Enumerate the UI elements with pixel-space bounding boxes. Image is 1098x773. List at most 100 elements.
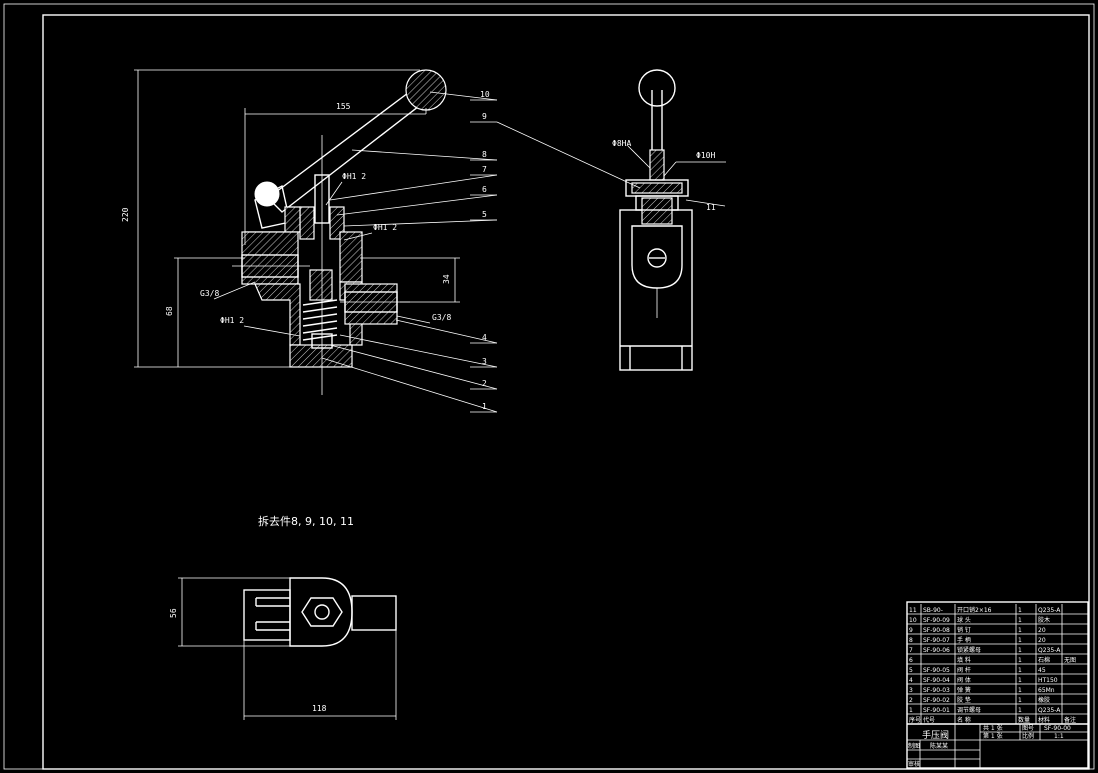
bom-cell-name: 手 柄 — [957, 636, 971, 644]
bom-cell-no: 7 — [909, 647, 913, 654]
bom-cell-name: 锁紧螺母 — [957, 646, 981, 654]
bom-cell-no: 11 — [909, 607, 917, 614]
bom-cell-material: 胶木 — [1038, 616, 1050, 624]
bom-cell-qty: 1 — [1018, 707, 1022, 714]
bom-cell-code: SF-90-05 — [923, 667, 950, 674]
bom-cell-material: 20 — [1038, 637, 1046, 644]
bom-cell-code: SF-90-03 — [923, 687, 950, 694]
bom-cell-qty: 1 — [1018, 627, 1022, 634]
side-view: Φ8ΗΑ Φ10Η 11 — [496, 69, 726, 371]
balloon-10: 10 — [480, 90, 490, 99]
dim-fit-mid: ΦΗ1 2 — [373, 223, 397, 232]
bom-cell-no: 10 — [909, 617, 917, 624]
sheet-label: 第 1 张 — [983, 732, 1003, 740]
removal-note: 拆去件8, 9, 10, 11 — [258, 514, 354, 528]
dim-fit-top: ΦΗ1 2 — [342, 172, 366, 181]
bom-header-code: 代号 — [923, 716, 935, 724]
dim-depth-bottom: 56 — [169, 608, 178, 618]
side-label-11: 11 — [706, 203, 716, 212]
dim-height-ports: 68 — [165, 306, 174, 316]
bom-cell-qty: 1 — [1018, 647, 1022, 654]
bom-header-name: 名 称 — [957, 716, 971, 724]
balloon-5: 5 — [482, 210, 487, 219]
bom-cell-name: 调节螺母 — [957, 706, 981, 714]
bom-cell-code: SF-90-01 — [923, 707, 950, 714]
dim-fit-bottom: ΦΗ1 2 — [220, 316, 244, 325]
drawn-label: 制图 — [908, 742, 920, 750]
bom-cell-no: 6 — [909, 657, 913, 664]
balloon-8: 8 — [482, 150, 487, 159]
bom-cell-name: 胶 垫 — [957, 696, 971, 704]
thread-left: G3/8 — [200, 289, 219, 298]
bom-cell-name: 弹 簧 — [957, 686, 971, 694]
side-fit-left: Φ8ΗΑ — [612, 139, 631, 148]
bom-cell-material: 20 — [1038, 627, 1046, 634]
bom-cell-code: SB-90- — [923, 607, 943, 614]
dim-height-total: 220 — [121, 207, 130, 222]
bom-cell-name: 填 料 — [957, 656, 971, 664]
bom-cell-qty: 1 — [1018, 677, 1022, 684]
bom-cell-no: 1 — [909, 707, 913, 714]
side-fit-right: Φ10Η — [696, 151, 715, 160]
bom-cell-material: 石棉 — [1038, 656, 1050, 664]
bom-header-material: 材料 — [1038, 716, 1050, 724]
fig-no-label: 图号 — [1022, 725, 1034, 732]
bom-cell-no: 2 — [909, 697, 913, 704]
bom-cell-no: 9 — [909, 627, 913, 634]
bom-cell-code: SF-90-02 — [923, 697, 950, 704]
drawing-title: 手压阀 — [922, 729, 949, 741]
bom-cell-code: SF-90-08 — [923, 627, 950, 634]
balloon-2: 2 — [482, 379, 487, 388]
bom-cell-qty: 1 — [1018, 667, 1022, 674]
balloon-1: 1 — [482, 402, 487, 411]
balloon-3: 3 — [482, 357, 487, 366]
balloon-labels: 10 9 8 7 6 5 4 3 2 1 — [470, 90, 497, 413]
bom-cell-name: 球 头 — [957, 616, 971, 624]
scale-value: 1:1 — [1054, 733, 1064, 740]
bom-header-no: 序号 — [909, 716, 921, 724]
bom-cell-qty: 1 — [1018, 607, 1022, 614]
bom-cell-no: 5 — [909, 667, 913, 674]
bom-cell-name: 阀 杆 — [957, 666, 971, 674]
bom-cell-name: 阀 体 — [957, 676, 971, 684]
bom-cell-qty: 1 — [1018, 617, 1022, 624]
balloon-9: 9 — [482, 112, 487, 121]
bom-cell-no: 4 — [909, 677, 913, 684]
bom-cell-qty: 1 — [1018, 657, 1022, 664]
bom-cell-material: 65Mn — [1038, 687, 1055, 694]
top-view: 拆去件8, 9, 10, 11 56 118 — [169, 514, 397, 720]
bom-header-qty: 数量 — [1018, 716, 1030, 724]
inner-frame — [42, 14, 1090, 770]
front-section-view: 220 155 68 34 ΦΗ1 2 ΦΗ1 2 ΦΗ1 2 G3/8 G3/… — [121, 69, 498, 413]
balloon-4: 4 — [482, 333, 487, 342]
dim-width-top: 155 — [336, 102, 351, 111]
bom-header-remark: 备注 — [1064, 716, 1076, 724]
bom-cell-name: 开口销2×16 — [957, 606, 992, 614]
designer-name: 陈某某 — [930, 742, 948, 750]
balloon-6: 6 — [482, 185, 487, 194]
bom-cell-code: SF-90-09 — [923, 617, 950, 624]
bom-cell-no: 3 — [909, 687, 913, 694]
bom-cell-qty: 1 — [1018, 637, 1022, 644]
bom-cell-material: HT150 — [1038, 677, 1058, 684]
checked-label: 审核 — [908, 760, 920, 768]
dim-width-bottom: 118 — [312, 704, 327, 713]
bom-cell-code: SF-90-06 — [923, 647, 950, 654]
bom-cell-qty: 1 — [1018, 687, 1022, 694]
bom-cell-name: 销 钉 — [957, 626, 971, 634]
bom-cell-material: 橡胶 — [1038, 696, 1050, 704]
bom-cell-remark: 无图 — [1064, 657, 1076, 664]
bom-cell-material: Q235-A — [1038, 647, 1061, 654]
bom-cell-material: Q235-A — [1038, 707, 1061, 714]
bom-cell-code: SF-90-07 — [923, 637, 950, 644]
bom-cell-material: 45 — [1038, 667, 1046, 674]
bom-cell-no: 8 — [909, 637, 913, 644]
qty-label: 共 1 张 — [983, 724, 1003, 732]
thread-right: G3/8 — [432, 313, 451, 322]
scale-label: 比例 — [1022, 732, 1034, 740]
bom-cell-code: SF-90-04 — [923, 677, 950, 684]
balloon-7: 7 — [482, 165, 487, 174]
bom-cell-material: Q235-A — [1038, 607, 1061, 614]
